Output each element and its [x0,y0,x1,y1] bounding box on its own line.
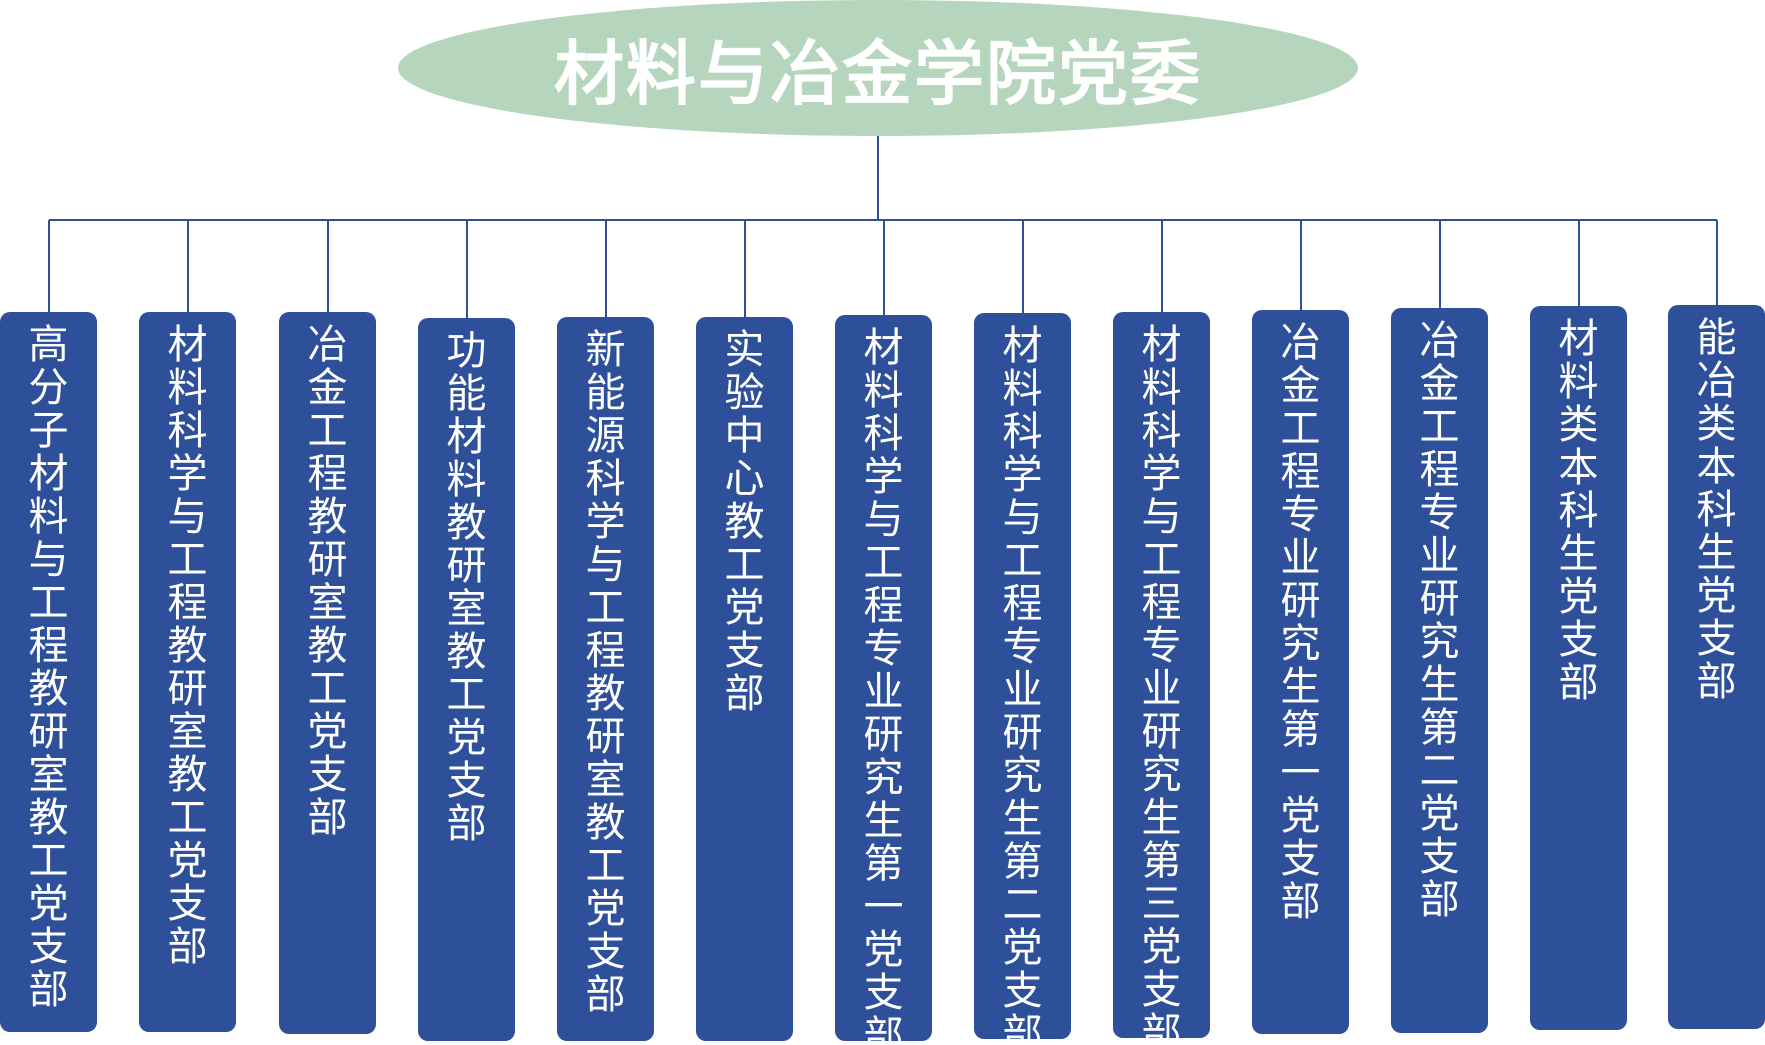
branch-label: 冶金工程专业研究生第一党支部 [1280,320,1321,925]
branch-node: 冶金工程专业研究生第二党支部 [1391,308,1488,1033]
branch-node: 高分子材料与工程教研室教工党支部 [0,312,97,1032]
branch-node: 材料科学与工程专业研究生第一党支部 [835,315,932,1045]
branch-node: 冶金工程专业研究生第一党支部 [1252,310,1349,1034]
branch-label: 材料类本科生党支部 [1558,316,1599,706]
branch-label: 材料科学与工程专业研究生第一党支部 [863,325,904,1045]
branch-label: 新能源科学与工程教研室教工党支部 [585,327,626,1018]
branch-node: 材料科学与工程专业研究生第二党支部 [974,313,1071,1045]
branch-node: 新能源科学与工程教研室教工党支部 [557,317,654,1041]
branch-label: 功能材料教研室教工党支部 [446,328,487,847]
branch-label: 材料科学与工程教研室教工党支部 [167,322,208,970]
branch-label: 实验中心教工党支部 [724,327,765,717]
branch-node: 冶金工程教研室教工党支部 [279,312,376,1034]
branch-node: 材料类本科生党支部 [1530,306,1627,1030]
branch-node: 材料科学与工程教研室教工党支部 [139,312,236,1032]
branch-label: 冶金工程教研室教工党支部 [307,322,348,841]
branch-node: 能冶类本科生党支部 [1668,305,1765,1029]
root-node-label: 材料与冶金学院党委 [554,32,1202,115]
branch-label: 材料科学与工程专业研究生第二党支部 [1002,323,1043,1045]
branch-node: 实验中心教工党支部 [696,317,793,1041]
branch-node: 功能材料教研室教工党支部 [418,318,515,1041]
branch-label: 能冶类本科生党支部 [1696,315,1737,705]
branch-label: 高分子材料与工程教研室教工党支部 [28,322,69,1013]
branch-node: 材料科学与工程专业研究生第三党支部 [1113,312,1210,1045]
branch-label: 材料科学与工程专业研究生第三党支部 [1141,322,1182,1045]
branch-label: 冶金工程专业研究生第二党支部 [1419,318,1460,923]
root-node-party-committee: 材料与冶金学院党委 [398,0,1358,136]
